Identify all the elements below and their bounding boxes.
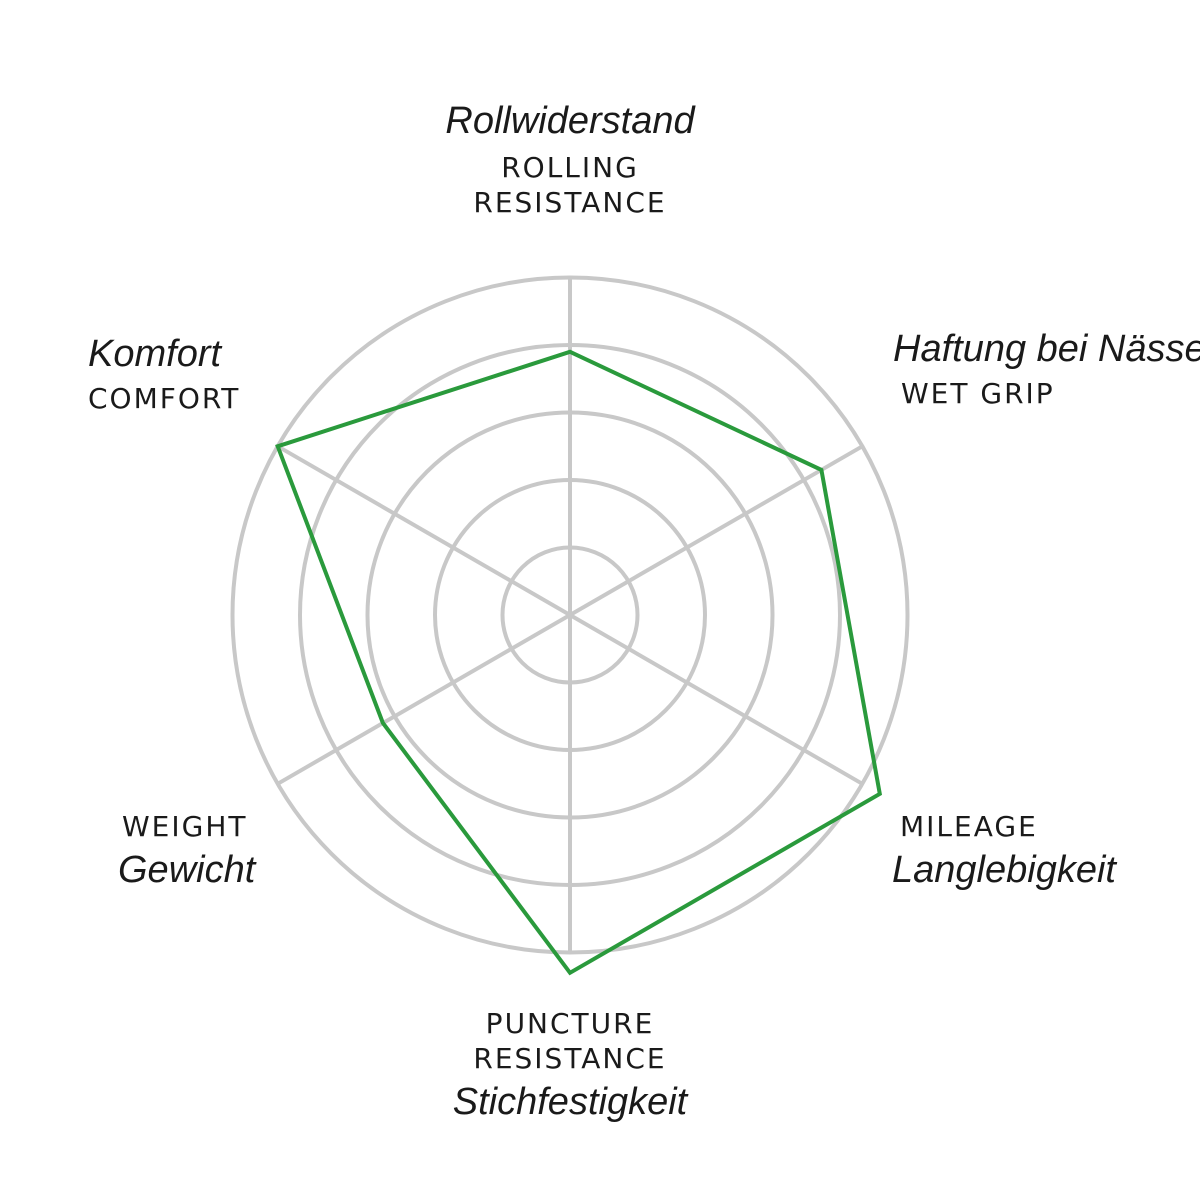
axis-spoke [569,444,864,617]
axis-label-de: Stichfestigkeit [452,1081,688,1123]
axis-label-en-line1: PUNCTURE [485,1007,655,1040]
axis-label-puncture-resistance: PUNCTURE RESISTANCE Stichfestigkeit [453,1007,687,1124]
axis-label-en: COMFORT [88,382,241,415]
axis-spoke [276,613,572,786]
series-polygon [275,349,883,976]
axis-label-mileage: MILEAGE Langlebigkeit [892,810,1116,892]
axis-label-weight: WEIGHT Gewicht [118,810,255,892]
axis-label-comfort: Komfort COMFORT [88,333,240,415]
axis-label-wet-grip: Haftung bei Nässe WET GRIP [893,328,1200,410]
axis-label-en-line1: ROLLING [501,151,639,184]
axis-label-en: WEIGHT [122,810,248,843]
axis-label-en-line2: RESISTANCE [473,186,667,219]
axis-label-rolling-resistance: Rollwiderstand ROLLING RESISTANCE [445,100,694,219]
radar-axis-spokes [276,277,864,953]
axis-label-de: Rollwiderstand [445,100,695,142]
axis-spoke [568,613,864,786]
axis-label-de: Haftung bei Nässe [893,328,1200,370]
axis-label-de: Gewicht [118,849,256,891]
axis-label-de: Langlebigkeit [892,849,1116,891]
axis-spoke [276,444,571,617]
axis-label-en: WET GRIP [901,377,1055,410]
axis-label-de: Komfort [88,333,222,375]
axis-label-en: MILEAGE [900,810,1038,843]
axis-label-en-line2: RESISTANCE [473,1042,667,1075]
